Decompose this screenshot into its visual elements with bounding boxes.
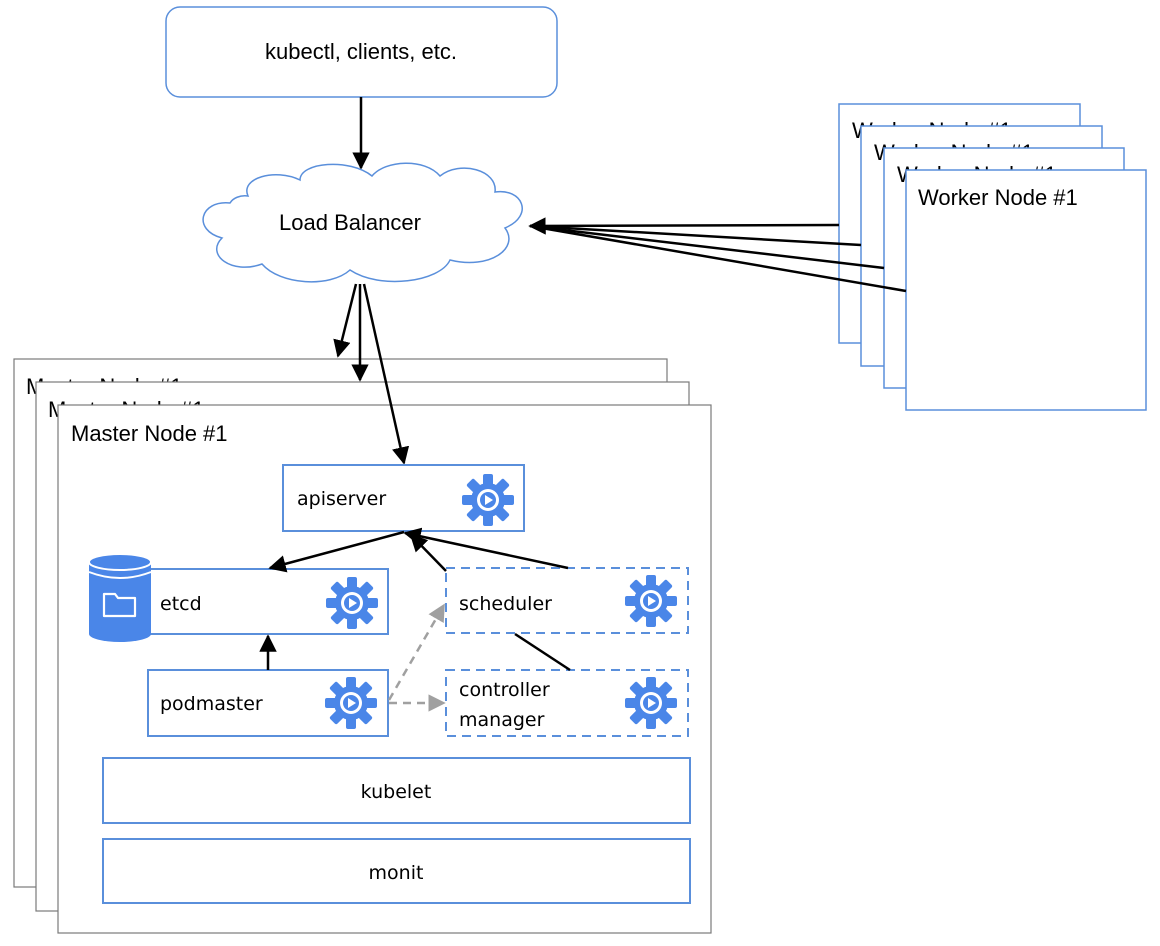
arrow-apiserver-to-etcd bbox=[268, 530, 405, 573]
loadbalancer-to-master-arrows bbox=[333, 283, 410, 465]
line-controller-to-scheduler bbox=[514, 632, 571, 672]
gear-play-icon bbox=[462, 474, 514, 526]
controller-manager-label-line1: controller bbox=[459, 679, 550, 701]
kubelet-box: kubelet bbox=[102, 757, 691, 824]
clients-label: kubectl, clients, etc. bbox=[265, 39, 457, 64]
kubelet-label: kubelet bbox=[361, 781, 432, 803]
load-balancer-label: Load Balancer bbox=[279, 210, 421, 235]
internal-arrows bbox=[259, 527, 571, 712]
master-node-label: Master Node #1 bbox=[71, 421, 228, 446]
database-folder-icon bbox=[88, 553, 152, 642]
monit-box: monit bbox=[102, 838, 691, 904]
worker-node-label: Worker Node #1 bbox=[918, 185, 1078, 210]
arrow-worker-to-loadbalancer bbox=[529, 224, 885, 270]
apiserver-label: apiserver bbox=[297, 488, 386, 510]
arrow-loadbalancer-to-apiserver bbox=[362, 283, 410, 465]
etcd-label: etcd bbox=[160, 593, 202, 615]
apiserver-box: apiserver bbox=[282, 464, 525, 532]
arrow-scheduler-to-apiserver bbox=[403, 527, 569, 570]
arrow-worker-to-loadbalancer bbox=[529, 224, 907, 293]
arrow-worker-to-loadbalancer bbox=[529, 224, 862, 247]
podmaster-box: podmaster bbox=[147, 669, 389, 737]
arrow-worker-to-loadbalancer bbox=[528, 217, 840, 235]
controller-manager-box: controller manager bbox=[445, 669, 689, 737]
clients-box: kubectl, clients, etc. bbox=[165, 6, 558, 98]
monit-label: monit bbox=[369, 862, 424, 884]
load-balancer-cloud: Load Balancer bbox=[202, 162, 523, 283]
controller-manager-label-line2: manager bbox=[459, 709, 545, 731]
gear-play-icon bbox=[326, 577, 378, 629]
arrow-podmaster-to-scheduler bbox=[387, 603, 446, 701]
scheduler-box: scheduler bbox=[445, 567, 689, 634]
arrow-scheduler-up-to-apiserver bbox=[409, 533, 447, 572]
worker-to-loadbalancer-arrows bbox=[528, 217, 907, 293]
gear-play-icon bbox=[625, 677, 677, 729]
worker-node-card: Worker Node #1 bbox=[905, 169, 1147, 411]
podmaster-label: podmaster bbox=[160, 693, 263, 715]
gear-play-icon bbox=[325, 677, 377, 729]
scheduler-label: scheduler bbox=[459, 593, 552, 615]
gear-play-icon bbox=[625, 575, 677, 627]
etcd-box: etcd bbox=[145, 568, 389, 635]
arrow-loadbalancer-to-master bbox=[333, 283, 358, 358]
worker-node-stack: Worker Node #1 Worker Node #1 Worker Nod… bbox=[838, 103, 1147, 411]
